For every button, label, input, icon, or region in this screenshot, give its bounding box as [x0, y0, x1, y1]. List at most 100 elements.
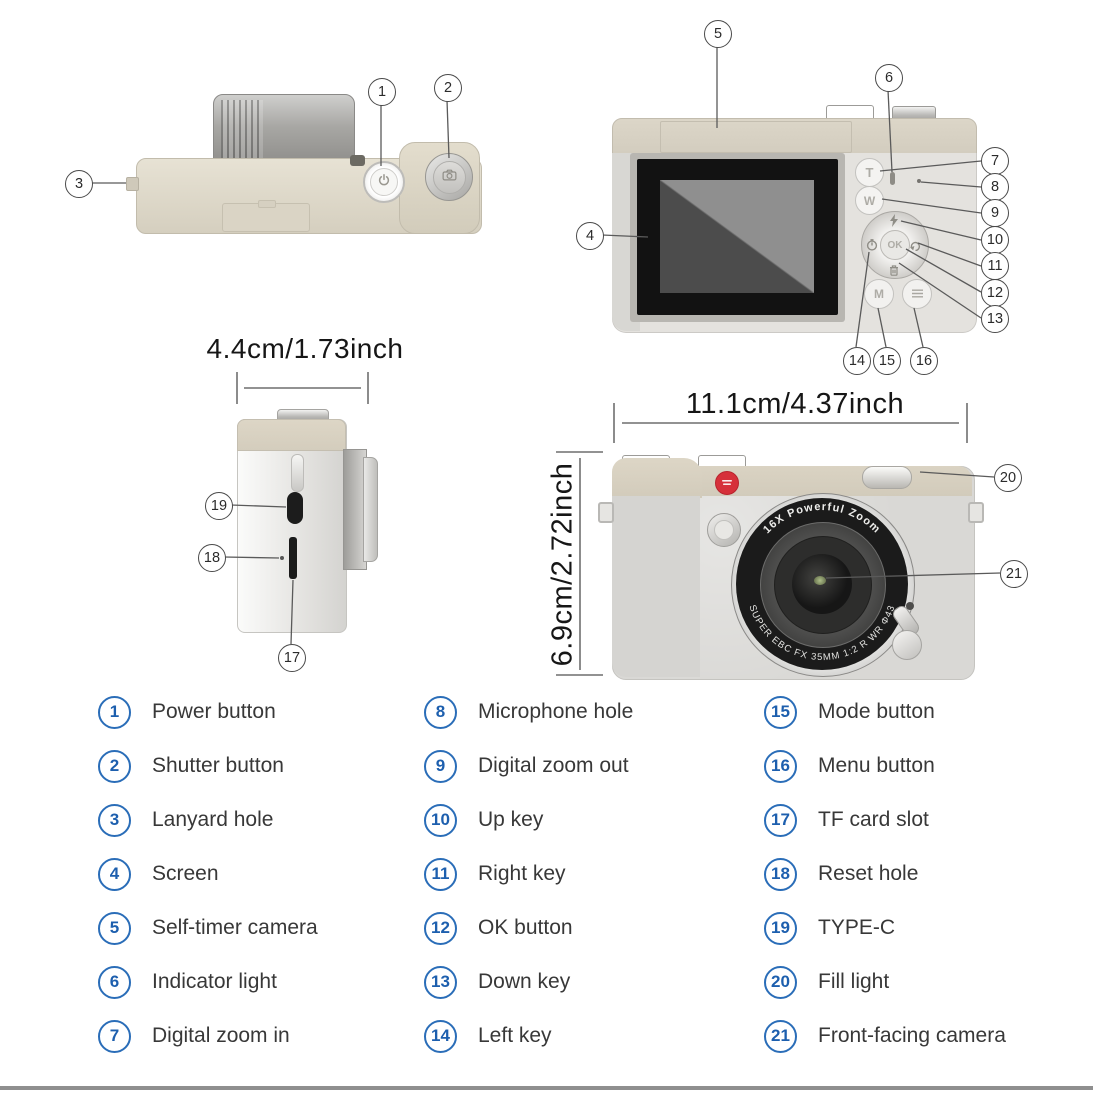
menu-button — [902, 279, 932, 309]
type-c-port — [287, 492, 303, 524]
ok-label: OK — [887, 239, 903, 251]
lens-bottom-text: SUPER EBC FX 35MM 1:2 R WR Φ43 — [746, 603, 896, 663]
playback-icon — [910, 238, 922, 256]
lanyard-loop-left — [598, 502, 614, 523]
callout-15: 15 — [873, 347, 901, 375]
lens-ridges — [221, 100, 263, 158]
lens-arc-text: 16X Powerful Zoom SUPER EBC FX 35MM 1:2 … — [746, 501, 897, 663]
side-seam — [291, 454, 304, 492]
front-width-dimension: 11.1cm/4.37inch — [685, 388, 905, 420]
lanyard-loop-right — [968, 502, 984, 523]
lens-release-dot — [906, 602, 914, 610]
side-view — [120, 320, 420, 680]
callout-11: 11 — [981, 252, 1009, 280]
callout-20: 20 — [994, 464, 1022, 492]
top-view — [0, 0, 540, 280]
side-top-plate — [237, 419, 346, 451]
callout-8: 8 — [981, 173, 1009, 201]
flash-icon — [890, 214, 898, 232]
callout-7: 7 — [981, 147, 1009, 175]
side-body — [237, 419, 347, 633]
callout-13: 13 — [981, 305, 1009, 333]
selfie-camera-hinge — [660, 121, 852, 153]
front-camera-glint — [814, 576, 826, 585]
callout-17: 17 — [278, 644, 306, 672]
lens-release-button — [892, 630, 922, 660]
microphone-hole — [917, 179, 921, 183]
callout-16: 16 — [910, 347, 938, 375]
callout-5: 5 — [704, 20, 732, 48]
back-view: T W OK — [540, 0, 1093, 380]
mode-label: M — [874, 287, 884, 301]
ok-button: OK — [880, 230, 910, 260]
logo-badge — [715, 471, 739, 495]
side-width-dimension: 4.4cm/1.73inch — [206, 333, 404, 364]
side-lens-face — [363, 457, 378, 562]
front-grip-hump — [612, 458, 702, 498]
camera-icon — [442, 168, 457, 186]
tf-card-slot — [289, 537, 297, 579]
callout-3: 3 — [65, 170, 93, 198]
lens-barrel-top — [213, 94, 355, 166]
shutter-button-inner — [432, 160, 466, 194]
front-function-button — [707, 513, 741, 547]
power-button — [363, 161, 405, 203]
trash-icon — [889, 263, 899, 281]
lanyard-hole — [126, 177, 139, 191]
screen-display — [660, 180, 814, 293]
lens-top-text: 16X Powerful Zoom — [761, 501, 882, 536]
power-icon — [377, 173, 391, 192]
front-height-dimension: 6.9cm/2.72inch — [546, 462, 579, 667]
mode-button: M — [864, 279, 894, 309]
zoom-out-label: W — [863, 193, 876, 208]
bottom-scrollbar[interactable] — [0, 1086, 1093, 1090]
back-top-plate — [612, 118, 977, 157]
callout-2: 2 — [434, 74, 462, 102]
reset-hole — [280, 556, 284, 560]
shutter-button — [425, 153, 473, 201]
self-timer-icon — [866, 238, 878, 256]
zoom-in-button: T — [855, 158, 884, 187]
callout-14: 14 — [843, 347, 871, 375]
power-button-inner — [370, 168, 398, 196]
zoom-in-label: T — [865, 165, 874, 180]
svg-text:SUPER EBC FX 35MM 1:2 R WR Φ43: SUPER EBC FX 35MM 1:2 R WR Φ43 — [746, 603, 897, 663]
indicator-light — [890, 172, 895, 185]
menu-icon — [911, 285, 923, 303]
callout-12: 12 — [981, 279, 1009, 307]
zoom-out-button: W — [855, 186, 884, 215]
svg-text:16X Powerful Zoom: 16X Powerful Zoom — [761, 501, 883, 536]
lens-notch-top — [350, 155, 365, 166]
front-grip-texture — [612, 496, 700, 677]
callout-21: 21 — [1000, 560, 1028, 588]
callout-9: 9 — [981, 199, 1009, 227]
callout-1: 1 — [368, 78, 396, 106]
fill-light — [862, 466, 912, 489]
callout-18: 18 — [198, 544, 226, 572]
callout-4: 4 — [576, 222, 604, 250]
front-view: 16X Powerful Zoom SUPER EBC FX 35MM 1:2 … — [540, 380, 1093, 700]
